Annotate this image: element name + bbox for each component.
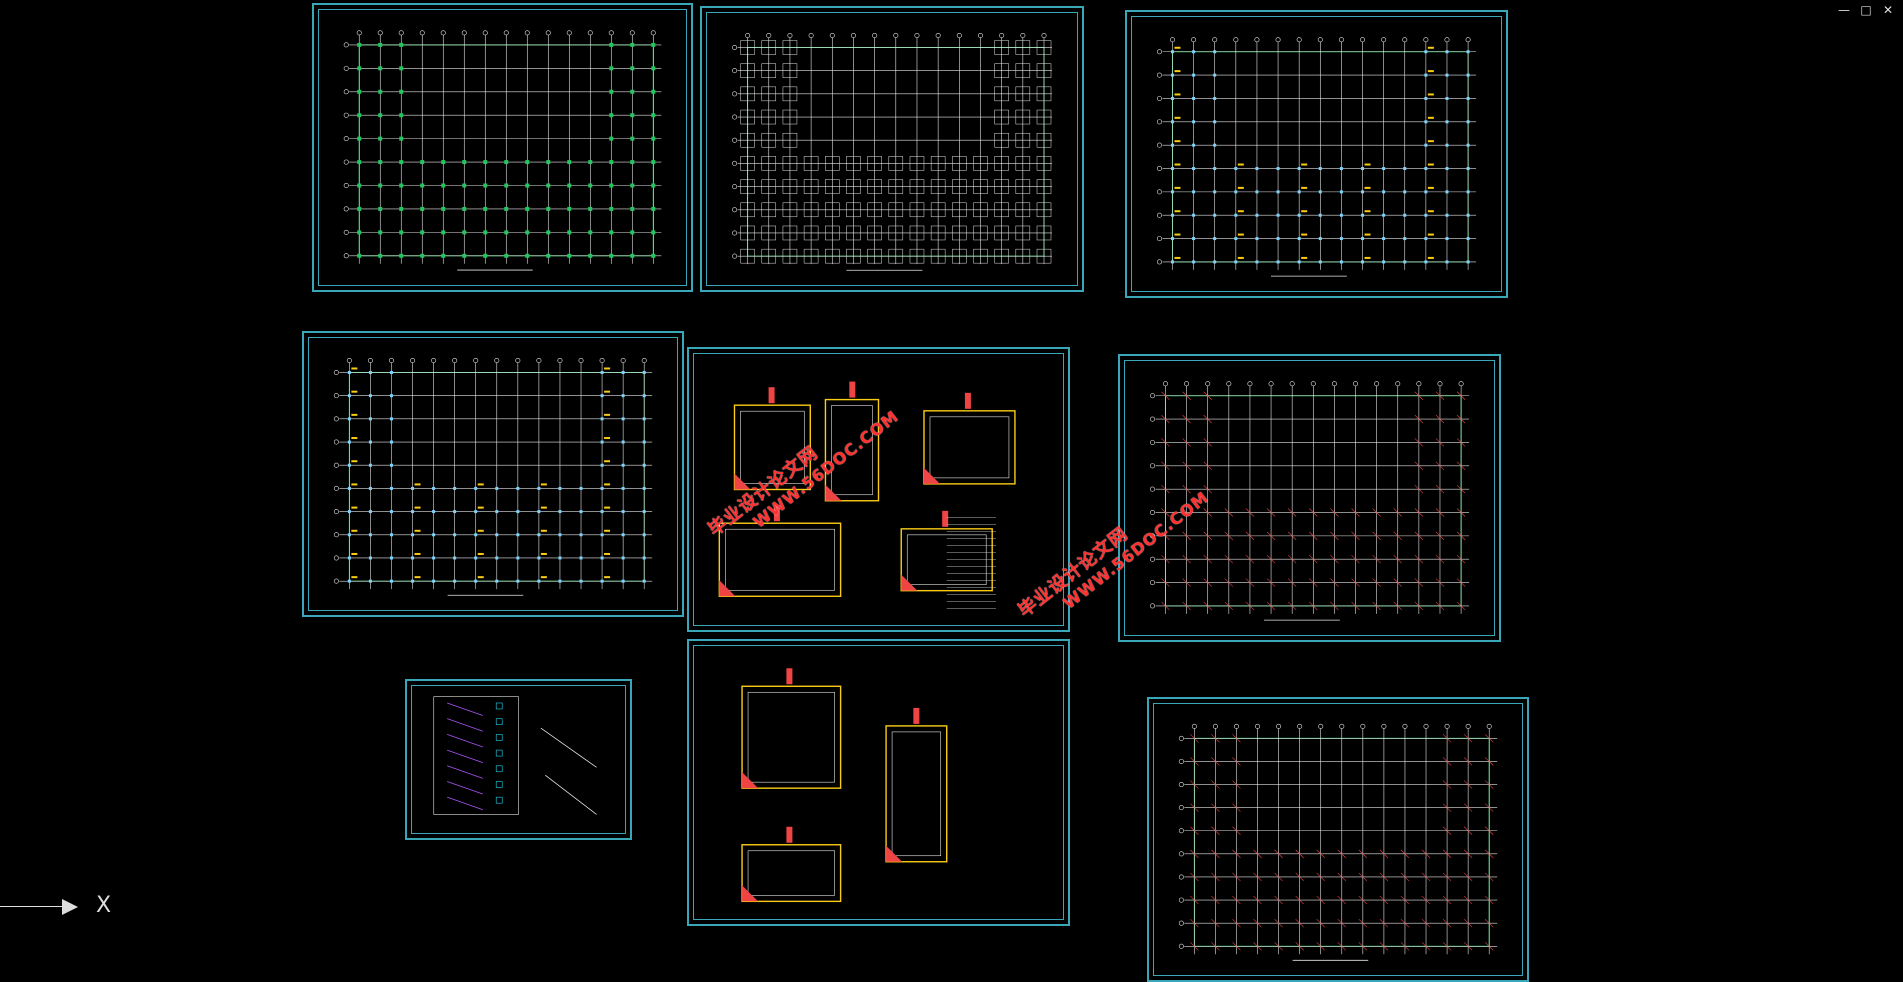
cad-linework [1156,37,1477,277]
cad-linework [333,357,653,596]
drawing-sheet-footing-details-1[interactable] [687,347,1070,632]
cad-linework [718,381,1016,609]
sheet-inner-frame [1153,703,1523,976]
cad-linework [741,668,948,903]
sheet-inner-frame [308,337,678,611]
drawing-sheet-foundation-plan[interactable] [700,6,1084,292]
drawing-sheet-footing-details-2[interactable] [687,639,1070,926]
drawing-sheet-column-plan[interactable] [312,3,693,292]
drawing-sheet-stair-details[interactable] [405,679,632,840]
restore-button[interactable]: □ [1860,3,1872,17]
sheet-inner-frame [693,645,1064,920]
drawing-sheet-beam-plan-2[interactable] [302,331,684,617]
sheet-inner-frame [1124,360,1495,636]
minimize-button[interactable]: — [1838,3,1850,17]
close-button[interactable]: ✕ [1882,3,1894,17]
sheet-inner-frame [693,353,1064,626]
ucs-x-label: X [96,893,112,918]
cad-linework [1178,723,1498,961]
drawing-sheet-slab-plan-2[interactable] [1147,697,1529,982]
cad-linework [433,696,597,815]
ucs-arrow-head [62,899,78,915]
ucs-icon: X [0,893,120,919]
sheet-inner-frame [411,685,626,834]
sheet-inner-frame [1131,16,1502,292]
window-controls: — □ ✕ [1837,3,1895,17]
sheet-inner-frame [706,12,1078,286]
drawing-sheet-slab-plan-1[interactable] [1118,354,1501,642]
cad-linework [732,32,1052,271]
ucs-axis-line [0,906,70,907]
sheet-inner-frame [318,9,687,286]
cad-linework [1149,381,1470,621]
drawing-sheet-beam-plan-1[interactable] [1125,10,1508,298]
cad-linework [343,30,662,271]
